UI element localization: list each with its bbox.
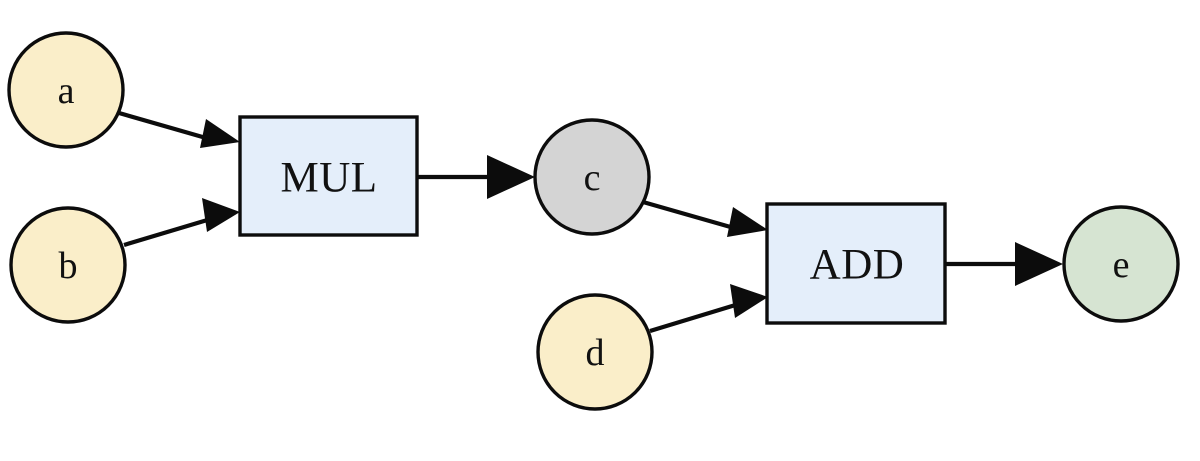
node-b-shape[interactable] bbox=[9, 206, 127, 324]
node-mul-shape[interactable] bbox=[238, 115, 419, 237]
node-d-shape[interactable] bbox=[536, 293, 654, 411]
node-e[interactable]: e bbox=[1062, 205, 1180, 323]
node-d-label: d bbox=[586, 332, 605, 374]
node-c[interactable]: c bbox=[533, 118, 651, 236]
edge-a-to-mul bbox=[118, 110, 240, 148]
arrowhead-a-mul bbox=[200, 119, 240, 148]
node-add[interactable]: ADD bbox=[765, 202, 947, 325]
edge-add-to-e bbox=[945, 242, 1063, 286]
node-mul[interactable]: MUL bbox=[238, 115, 419, 237]
node-a[interactable]: a bbox=[7, 31, 125, 149]
node-a-shape[interactable] bbox=[7, 31, 125, 149]
node-b-label: b bbox=[59, 245, 78, 287]
node-add-label: ADD bbox=[810, 242, 905, 289]
edge-d-to-add bbox=[649, 284, 768, 334]
arrowhead-b-mul bbox=[202, 198, 240, 232]
node-c-label: c bbox=[584, 157, 601, 199]
node-mul-label: MUL bbox=[280, 155, 377, 202]
edge-mul-to-c bbox=[417, 155, 535, 199]
node-c-shape[interactable] bbox=[533, 118, 651, 236]
node-e-shape[interactable] bbox=[1062, 205, 1180, 323]
node-e-label: e bbox=[1113, 244, 1130, 286]
edge-b-to-mul bbox=[123, 198, 240, 248]
node-d[interactable]: d bbox=[536, 293, 654, 411]
node-b[interactable]: b bbox=[9, 206, 127, 324]
edge-c-to-add bbox=[642, 199, 768, 237]
edge-line-d-add bbox=[649, 300, 743, 334]
arrowhead-d-add bbox=[730, 284, 768, 318]
edge-line-b-mul bbox=[123, 215, 215, 248]
arrowhead-mul-c bbox=[487, 155, 535, 199]
edge-line-a-mul bbox=[118, 110, 214, 143]
edge-line-c-add bbox=[642, 199, 742, 233]
arrowhead-c-add bbox=[727, 207, 768, 237]
node-a-label: a bbox=[58, 70, 75, 112]
node-add-shape[interactable] bbox=[765, 202, 947, 325]
arrowhead-add-e bbox=[1015, 242, 1063, 286]
